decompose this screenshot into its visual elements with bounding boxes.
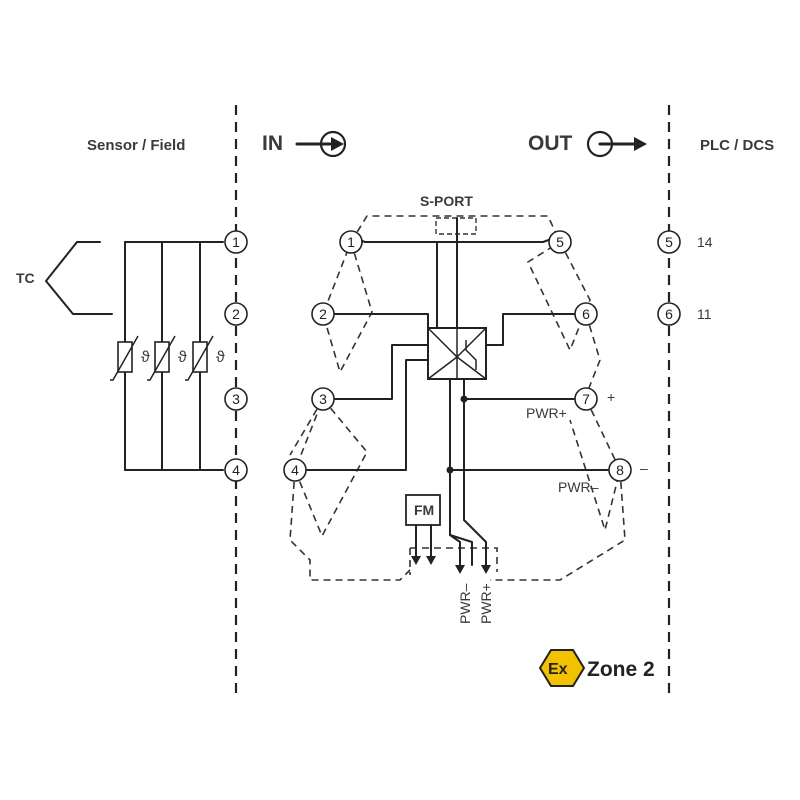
module-terminal-6: 6	[574, 302, 598, 326]
module-housing-outline	[289, 215, 626, 581]
plc-number-11: 11	[697, 306, 712, 322]
svg-text:3: 3	[319, 391, 327, 407]
module-terminal-5: 5	[548, 230, 572, 254]
input-arrow-icon	[295, 130, 347, 158]
rtd-resistor-1: ϑ	[110, 335, 150, 381]
pwr-bottom-minus-label: PWR–	[457, 583, 473, 624]
plus-sign: +	[607, 389, 615, 405]
module-terminal-4: 4	[283, 458, 307, 482]
field-terminal-3: 3	[224, 387, 248, 411]
plc-dcs-label: PLC / DCS	[700, 137, 774, 154]
module-internal-wiring	[306, 217, 609, 574]
svg-text:4: 4	[232, 462, 240, 478]
tc-label: TC	[16, 270, 35, 286]
svg-text:5: 5	[665, 234, 673, 250]
module-terminal-7: 7	[574, 387, 598, 411]
junction-dot	[460, 395, 468, 403]
ex-label: Ex	[548, 661, 568, 678]
junction-dot	[446, 466, 454, 474]
svg-text:5: 5	[556, 234, 564, 250]
module-terminal-1: 1	[339, 230, 363, 254]
minus-sign: –	[640, 460, 648, 476]
ex-badge: Ex	[538, 649, 586, 687]
zone-label: Zone 2	[587, 658, 655, 681]
field-wiring	[124, 241, 224, 471]
svg-text:6: 6	[582, 306, 590, 322]
pwr-plus-label: PWR+	[526, 405, 567, 421]
sensor-field-label: Sensor / Field	[87, 137, 185, 154]
plc-terminal-5: 5	[657, 230, 681, 254]
fm-label: FM	[414, 502, 434, 518]
converter-block	[427, 327, 487, 380]
svg-text:2: 2	[319, 306, 327, 322]
out-label: OUT	[528, 132, 573, 155]
rtd-resistor-3: ϑ	[185, 335, 225, 381]
svg-text:ϑ: ϑ	[216, 349, 225, 366]
svg-text:4: 4	[291, 462, 299, 478]
svg-text:3: 3	[232, 391, 240, 407]
pwr-minus-label: PWR–	[558, 479, 599, 495]
svg-text:6: 6	[665, 306, 673, 322]
fm-block: FM	[405, 494, 441, 565]
rtd-resistor-2: ϑ	[147, 335, 187, 381]
field-terminal-4: 4	[224, 458, 248, 482]
pwr-bottom-plus-label: PWR+	[478, 583, 494, 624]
field-terminal-1: 1	[224, 230, 248, 254]
in-label: IN	[262, 132, 283, 155]
module-terminal-2: 2	[311, 302, 335, 326]
svg-text:8: 8	[616, 462, 624, 478]
sport-label: S-PORT	[420, 193, 473, 209]
svg-text:1: 1	[232, 234, 240, 250]
module-terminal-3: 3	[311, 387, 335, 411]
svg-text:ϑ: ϑ	[178, 349, 187, 366]
svg-text:2: 2	[232, 306, 240, 322]
plc-number-14: 14	[697, 234, 713, 250]
thermocouple-symbol	[45, 241, 113, 315]
field-terminal-2: 2	[224, 302, 248, 326]
plc-terminal-6: 6	[657, 302, 681, 326]
module-terminal-8: 8	[608, 458, 632, 482]
svg-text:1: 1	[347, 234, 355, 250]
svg-text:7: 7	[582, 391, 590, 407]
output-arrow-icon	[586, 130, 647, 158]
svg-text:ϑ: ϑ	[141, 349, 150, 366]
